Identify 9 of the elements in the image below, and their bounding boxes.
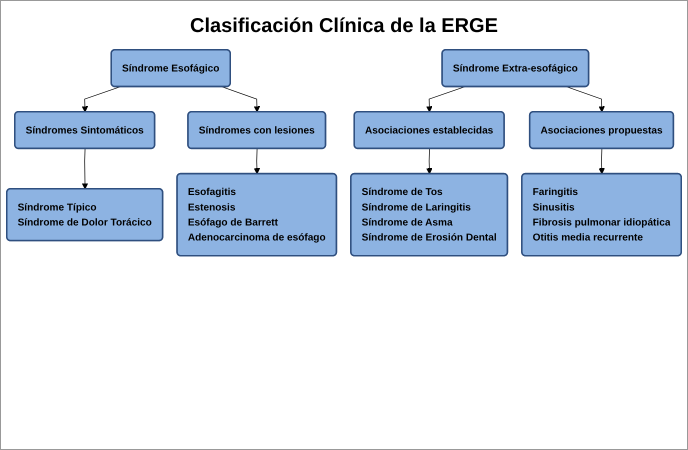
arrow — [222, 86, 260, 112]
arrow — [82, 86, 120, 112]
arrow — [82, 148, 88, 190]
arrow — [426, 148, 432, 174]
title: Clasificación Clínica de la ERGE — [190, 15, 498, 38]
arrow — [598, 148, 605, 174]
arrow — [566, 86, 605, 112]
arrow — [426, 86, 465, 112]
arrow — [254, 148, 260, 174]
